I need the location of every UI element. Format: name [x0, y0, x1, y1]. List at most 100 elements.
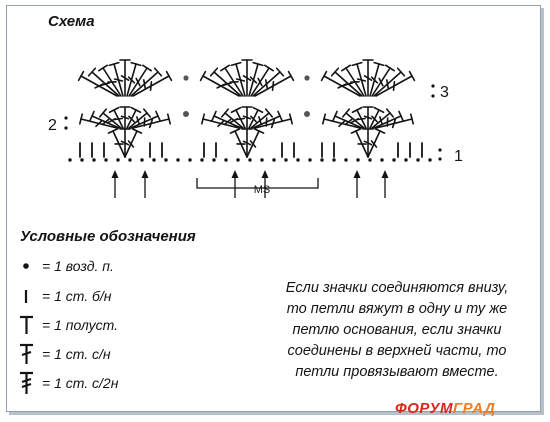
chain-dot — [368, 158, 372, 162]
stitch-symbol — [330, 67, 363, 97]
stitch-symbol — [241, 59, 253, 97]
stitch-cross-bar — [95, 119, 103, 128]
watermark-part: ФОРУМ — [395, 400, 453, 417]
up-arrow-head — [353, 170, 361, 178]
chain-dot — [116, 158, 120, 162]
stitch-cross-bar — [271, 80, 275, 92]
stitch-symbol — [362, 106, 374, 129]
stitch-symbol — [332, 110, 363, 129]
stitch-symbol — [77, 70, 118, 97]
double-crochet-icon — [20, 343, 33, 364]
stitch-symbol — [124, 128, 143, 158]
half-double-crochet-icon — [20, 315, 33, 334]
chain-dot — [68, 158, 72, 162]
stitch-top-bar — [77, 70, 85, 82]
stitch-cross-bar — [135, 77, 141, 87]
stitch-top-bar — [351, 106, 363, 114]
chain-dot — [140, 158, 144, 162]
legend-item-label: = 1 ст. б/н — [42, 288, 112, 304]
stitch-symbol — [351, 106, 367, 129]
chain-dot — [392, 158, 396, 162]
stitch-cross-bar — [264, 79, 269, 89]
stitch-top-bar — [78, 113, 84, 125]
stitch-top-bar — [220, 108, 230, 118]
row-label-1: 1 — [454, 148, 463, 165]
stitch-symbol — [126, 61, 142, 97]
stitch-symbol — [373, 67, 406, 97]
stitch-symbol — [340, 64, 365, 97]
stitch-top-bar — [253, 128, 265, 134]
stitch-symbol — [369, 106, 385, 129]
stitch-cross-bar — [127, 76, 136, 84]
stitch-top-bar — [287, 70, 295, 82]
stitch-symbol — [375, 113, 415, 129]
stitch-top-bar — [341, 108, 351, 118]
chain-dot — [152, 158, 156, 162]
stitch-top-bar — [130, 61, 142, 67]
stitch-symbol — [199, 70, 240, 97]
stitch-symbol — [219, 64, 244, 97]
stitch-top-bar — [131, 128, 143, 134]
stitch-cross-bar — [120, 115, 130, 120]
stitch-cross-bar — [242, 140, 252, 146]
stitch-symbol — [230, 106, 246, 129]
chain-dot — [260, 158, 264, 162]
stitch-symbol — [351, 61, 367, 97]
chain-dot — [356, 158, 360, 162]
treble-crochet-icon — [20, 371, 33, 394]
stitch-symbol — [230, 61, 246, 97]
stitch-cross-bar — [370, 140, 378, 148]
join-node — [304, 75, 310, 81]
stitch-top-bar — [199, 70, 207, 82]
stitch-cross-bar — [357, 117, 366, 121]
stitch-cross-bar — [222, 82, 233, 86]
note-line: петли провязывают вместе. — [295, 364, 499, 380]
stitch-symbol — [119, 128, 131, 158]
stitch-symbol — [369, 61, 385, 97]
legend-item-treble-crochet: = 1 ст. с/2н — [18, 371, 118, 395]
stitch-top-bar — [384, 64, 396, 72]
stitch-top-bar — [330, 67, 340, 77]
stitch-cross-bar — [385, 79, 390, 89]
stitch-cross-bar — [136, 116, 140, 125]
chain-dot — [320, 158, 324, 162]
legend-item-label: = 1 полуст. — [42, 317, 119, 333]
row-label-3: 3 — [440, 84, 449, 101]
up-arrow — [381, 170, 389, 198]
up-arrow — [231, 170, 239, 198]
legend-title: Условные обозначения — [20, 228, 196, 245]
stitch-top-bar — [98, 108, 108, 118]
diagram-frame — [6, 5, 541, 412]
stitch-cross-bar — [270, 118, 276, 129]
stitch-top-bar — [87, 67, 97, 77]
stitch-symbol — [209, 67, 242, 97]
chain-dot — [224, 158, 228, 162]
chain-dot — [332, 158, 336, 162]
stitch-symbol — [126, 106, 142, 129]
stitch-cross-bar — [235, 78, 246, 82]
legend-item-half-double: = 1 полуст. — [18, 313, 118, 337]
chain-dot — [236, 158, 240, 162]
up-arrow — [141, 170, 149, 198]
stitch-symbol — [252, 67, 285, 97]
stitch-symbol — [87, 67, 120, 97]
stitch-top-bar — [398, 110, 404, 122]
stitch-symbol — [211, 110, 242, 129]
stitch-top-bar — [409, 113, 415, 125]
stitch-cross-bar — [113, 78, 124, 82]
stitch-symbol — [128, 108, 152, 129]
stitch-top-bar — [130, 106, 142, 114]
stitch-top-bar — [153, 67, 163, 77]
stitch-symbol — [108, 61, 124, 97]
stitch-cross-bar — [371, 115, 378, 123]
stitch-top-bar — [351, 61, 363, 67]
stitch-top-bar — [97, 64, 109, 72]
stitch-symbol — [371, 108, 395, 129]
chain-dot — [308, 158, 312, 162]
stitch-symbol — [254, 113, 294, 129]
note-line: то петли вяжут в одну и ту же — [286, 301, 508, 317]
single-crochet-bar-icon — [24, 290, 28, 303]
up-arrow — [261, 170, 269, 198]
stitch-symbol — [362, 128, 374, 158]
stitch-cross-bar — [127, 140, 135, 148]
